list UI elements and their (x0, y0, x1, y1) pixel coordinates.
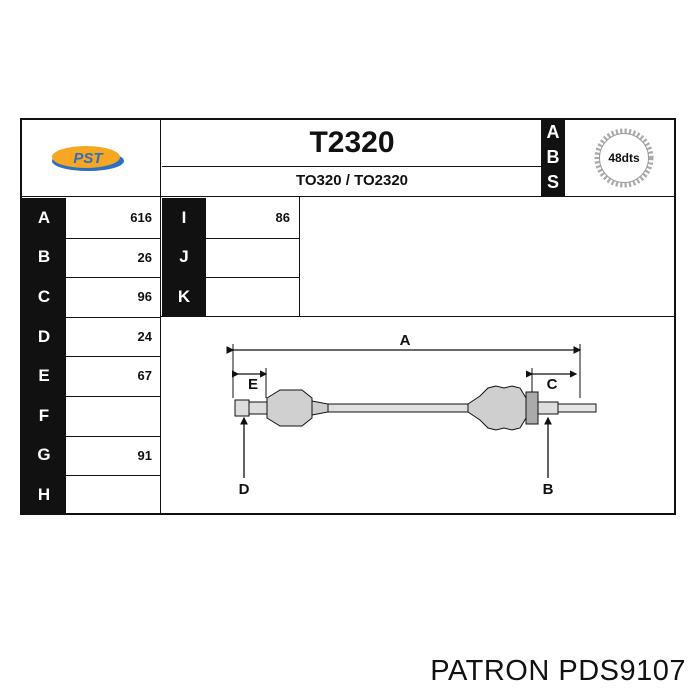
param-letter: F (22, 396, 66, 436)
logo: PST (22, 120, 161, 196)
param-letter: A (22, 198, 66, 238)
dimension-label-d: D (239, 481, 250, 498)
dimension-label-a: A (400, 332, 411, 349)
param-letter: J (162, 237, 206, 278)
param-letter: K (162, 277, 206, 317)
param-value: 67 (137, 368, 152, 384)
param-letter: B (22, 237, 66, 278)
param-value: 24 (137, 328, 152, 344)
logo-graphic: PST (52, 146, 124, 171)
driveshaft-diagram: A E C D (162, 318, 674, 513)
abs-letter-b: B (546, 147, 560, 167)
param-letter: D (22, 316, 66, 357)
abs-letter-s: S (546, 172, 559, 192)
param-value (206, 250, 290, 268)
dimension-label-e: E (248, 376, 258, 393)
footer-brand: PATRON PDS9107 (430, 655, 686, 687)
param-letter: G (22, 435, 66, 476)
abs-letter-a: A (546, 122, 560, 142)
spec-sheet: PST T2320 TO320 / TO2320 A B S 48dts A 61… (20, 118, 676, 515)
abs-column: A B S (541, 120, 565, 196)
param-value (206, 289, 290, 307)
param-value (66, 408, 152, 426)
param-letter: I (162, 198, 206, 238)
param-value: 26 (137, 249, 152, 265)
param-value (66, 487, 152, 505)
param-value: 91 (137, 447, 152, 463)
abs-ring-badge: 48dts (565, 120, 676, 196)
driveshaft-drawing: A E C D (226, 332, 597, 498)
param-letter: E (22, 356, 66, 396)
teeth-count: 48dts (608, 151, 640, 165)
part-number-title: T2320 (309, 126, 395, 159)
param-letter: C (22, 277, 66, 317)
param-value: 86 (275, 210, 290, 225)
dimension-label-c: C (547, 376, 558, 393)
param-value: 616 (130, 210, 152, 225)
logo-text: PST (73, 150, 104, 167)
gear-icon: 48dts (594, 128, 654, 188)
param-value: 96 (137, 289, 152, 305)
cross-references: TO320 / TO2320 (295, 172, 409, 189)
param-letter: H (22, 475, 66, 515)
dimension-label-b: B (543, 481, 554, 498)
